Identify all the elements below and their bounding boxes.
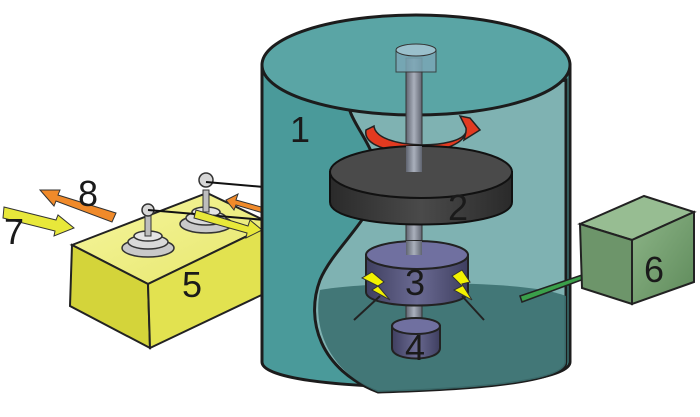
label-power-electronics: 5 bbox=[182, 264, 202, 305]
motor-generator: 3 bbox=[365, 240, 469, 307]
label-power-in: 7 bbox=[4, 211, 24, 252]
pump-side bbox=[631, 210, 695, 306]
arrow-icon bbox=[193, 209, 263, 239]
arrow-icon bbox=[38, 189, 117, 223]
magnetic-bearing: 4 bbox=[391, 317, 441, 368]
lightning-icon bbox=[451, 269, 485, 321]
label-vacuum-pump: 6 bbox=[644, 249, 664, 290]
label-magnetic-bearing: 4 bbox=[405, 327, 425, 368]
arrow-icon bbox=[2, 206, 75, 237]
label-power-out: 8 bbox=[78, 173, 98, 214]
vacuum-pump: 6 bbox=[577, 194, 697, 306]
top-bearing bbox=[395, 43, 437, 73]
lightning-icon bbox=[353, 271, 391, 321]
bushing-insulator-icon bbox=[121, 203, 175, 258]
label-flywheel: 2 bbox=[448, 187, 468, 228]
label-motor-generator: 3 bbox=[405, 262, 425, 303]
label-housing: 1 bbox=[290, 109, 310, 150]
flywheel: 2 bbox=[329, 145, 513, 228]
